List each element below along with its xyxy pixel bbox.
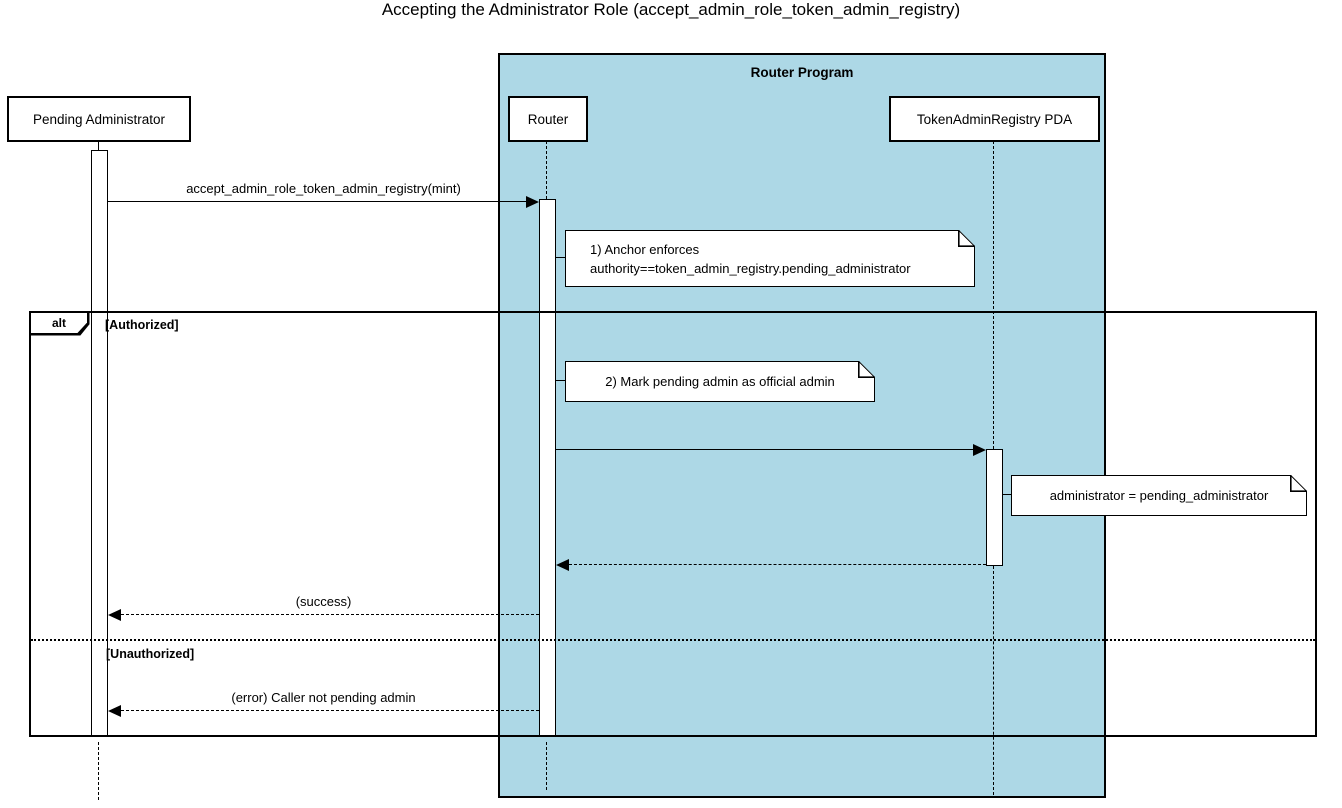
arrowhead-left-icon: [108, 609, 121, 621]
alt-frame: alt [Authorized] [Unauthorized]: [28, 310, 1317, 737]
message-update-registry-line: [556, 449, 973, 450]
activation-token-admin-registry-pda: [986, 449, 1003, 566]
message-success-line: [121, 614, 539, 615]
arrowhead-left-icon: [108, 705, 121, 717]
message-success-label: (success): [295, 594, 352, 609]
message-error-label: (error) Caller not pending admin: [231, 690, 416, 705]
note-mark-admin: 2) Mark pending admin as official admin: [565, 361, 875, 402]
lifeline-router-head: [546, 141, 547, 199]
note-set-admin-connector: [1002, 494, 1011, 495]
diagram-title: Accepting the Administrator Role (accept…: [381, 0, 961, 19]
participant-pending-administrator: Pending Administrator: [7, 96, 191, 142]
router-program-frame: Router Program: [498, 53, 1106, 798]
alt-operator-label: alt: [31, 313, 87, 333]
arrowhead-right-icon: [526, 196, 539, 208]
note-anchor-enforces: 1) Anchor enforces authority==token_admi…: [565, 230, 975, 287]
alt-divider: [31, 639, 1315, 641]
participant-router-label: Router: [527, 111, 569, 127]
lifeline-pending-administrator-tail: [98, 742, 99, 800]
note-set-admin: administrator = pending_administrator: [1011, 475, 1307, 516]
message-accept-admin-role-line: [108, 201, 526, 202]
arrowhead-right-icon: [973, 444, 986, 456]
note-fold-icon: [958, 230, 975, 247]
participant-router: Router: [508, 96, 588, 142]
note-set-admin-line1: administrator = pending_administrator: [1049, 488, 1269, 503]
note-mark-admin-line1: 2) Mark pending admin as official admin: [605, 374, 835, 389]
note-anchor-enforces-connector: [556, 257, 566, 258]
note-fold-icon: [858, 361, 875, 378]
note-anchor-enforces-line2: authority==token_admin_registry.pending_…: [590, 261, 911, 276]
message-registry-return-line: [569, 564, 986, 565]
participant-pending-administrator-label: Pending Administrator: [32, 111, 166, 127]
participant-token-admin-registry-pda: TokenAdminRegistry PDA: [889, 96, 1100, 142]
guard-authorized-label: [Authorized]: [105, 318, 179, 332]
note-fold-icon: [1290, 475, 1307, 492]
guard-unauthorized-label: [Unauthorized]: [106, 647, 195, 661]
lifeline-pending-administrator-connector: [98, 141, 99, 151]
router-program-label: Router Program: [750, 65, 854, 80]
alt-operator-pentagon: alt: [28, 310, 90, 336]
lifeline-token-admin-registry-pda-tail: [993, 566, 994, 795]
arrowhead-left-icon: [556, 559, 569, 571]
participant-token-admin-registry-pda-label: TokenAdminRegistry PDA: [916, 111, 1073, 127]
lifeline-router-tail: [546, 742, 547, 790]
message-error-line: [121, 710, 539, 711]
note-mark-admin-connector: [556, 380, 566, 381]
note-anchor-enforces-line1: 1) Anchor enforces: [590, 242, 700, 257]
message-accept-admin-role-label: accept_admin_role_token_admin_registry(m…: [186, 181, 461, 196]
lifeline-token-admin-registry-pda-head: [993, 141, 994, 449]
